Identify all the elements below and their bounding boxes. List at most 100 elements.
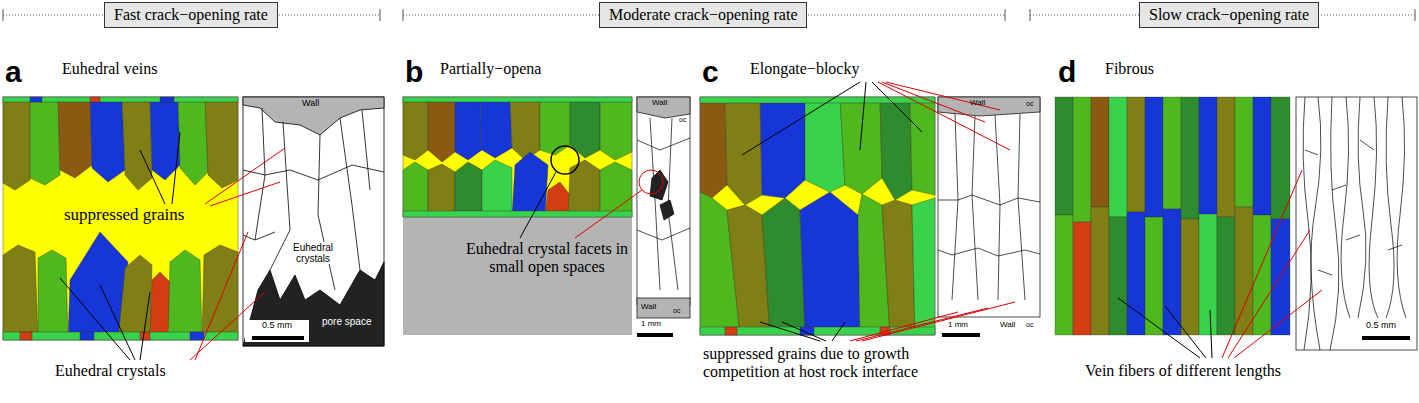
panel-a-grains <box>3 97 238 340</box>
illustration-polygon <box>840 97 882 194</box>
scale-label: 1 mm <box>948 321 968 330</box>
panel-letter: d <box>1058 55 1076 88</box>
illustration-path <box>850 302 1015 341</box>
illustration-polygon <box>512 152 548 217</box>
illustration-polygon <box>725 97 762 205</box>
illustration-rect <box>1181 97 1199 219</box>
illustration-path <box>742 82 922 155</box>
illustration-path <box>205 148 285 206</box>
panel-letter: a <box>5 55 22 88</box>
panel-a-drawing <box>243 97 384 346</box>
illustration-polygon <box>882 200 915 335</box>
illustration-path <box>190 232 265 360</box>
illustration-rect <box>942 333 980 337</box>
illustration-rect <box>1235 207 1253 335</box>
illustration-polygon <box>243 262 384 346</box>
illustration-rect <box>1091 207 1109 335</box>
illustration-rect <box>1217 97 1235 217</box>
illustration-path <box>140 132 180 204</box>
illustration-rect <box>80 332 94 340</box>
illustration-rect <box>1091 97 1109 207</box>
illustration-rect <box>403 97 632 217</box>
illustration-polygon <box>150 272 170 340</box>
illustration-polygon <box>805 97 845 192</box>
illustration-rect <box>1055 97 1073 215</box>
illustration-rect <box>245 320 309 342</box>
illustration-line <box>1415 9 1416 21</box>
illustration-polygon <box>800 192 860 335</box>
illustration-polygon <box>660 200 674 220</box>
illustration-polygon <box>3 97 30 190</box>
panel-b-drawing <box>637 97 690 337</box>
illustration-polygon <box>122 97 152 190</box>
illustration-rect <box>1163 97 1181 209</box>
illustration-rect <box>1073 222 1091 335</box>
illustration-rect <box>1199 214 1217 335</box>
illustration-path <box>938 114 1040 300</box>
illustration-polygon <box>58 97 92 178</box>
rate-header-box: Fast crack−opening rate <box>104 2 278 28</box>
rate-header-box: Moderate crack−opening rate <box>599 2 807 28</box>
illustration-rect <box>403 211 632 217</box>
illustration-rect <box>140 332 150 340</box>
illustration-rect <box>938 97 1040 317</box>
illustration-rect <box>1199 97 1217 214</box>
illustration-path <box>1303 97 1406 350</box>
scale-label: 0.5 mm <box>1366 321 1396 331</box>
header-text: Moderate crack−opening rate <box>609 6 797 24</box>
callout-text: suppressed grains due to growth competit… <box>703 345 983 380</box>
panel-letter: b <box>405 55 423 88</box>
illustration-path <box>60 278 150 360</box>
illustration-circle <box>639 170 663 194</box>
illustration-polygon <box>205 97 238 188</box>
illustration-path <box>520 172 556 238</box>
illustration-rect <box>637 333 673 337</box>
panel-title: Fibrous <box>1105 60 1154 78</box>
illustration-polygon <box>403 162 428 217</box>
illustration-polygon <box>880 97 912 200</box>
panel-d-fibers <box>1055 97 1290 335</box>
illustration-rect <box>1073 97 1091 222</box>
illustration-rect <box>243 97 384 346</box>
illustration-line <box>1005 9 1006 21</box>
illustration-path <box>760 322 845 341</box>
illustration-polygon <box>428 164 455 217</box>
panel-a-leaders <box>60 132 285 360</box>
illustration-path <box>1222 170 1322 358</box>
illustration-rect <box>1127 212 1145 335</box>
illustration-polygon <box>178 97 208 185</box>
illustration-polygon <box>118 255 152 340</box>
illustration-polygon <box>600 97 632 160</box>
illustration-rect <box>3 332 238 340</box>
illustration-line <box>3 9 4 21</box>
illustration-polygon <box>510 97 540 160</box>
illustration-polygon <box>90 97 125 182</box>
illustration-rect <box>725 327 737 335</box>
illustration-polygon <box>568 160 600 217</box>
callout-text: Euhedral crystals <box>55 362 166 380</box>
illustration-rect <box>160 97 174 102</box>
wall-label: Wall <box>652 99 667 108</box>
illustration-polygon <box>168 250 202 340</box>
panel-title: Euhedral veins <box>62 60 158 78</box>
illustration-rect <box>637 298 690 318</box>
illustration-rect <box>1253 97 1271 215</box>
panel-d-drawing <box>1296 97 1417 350</box>
panel-b-grains <box>403 97 632 335</box>
axis-label: oc <box>1026 100 1033 108</box>
illustration-polygon <box>3 245 38 340</box>
illustration-rect <box>20 332 32 340</box>
illustration-rect <box>700 97 935 103</box>
illustration-rect <box>403 97 632 102</box>
illustration-polygon <box>202 245 238 340</box>
highlight-circle <box>551 146 579 174</box>
header-text: Slow crack−opening rate <box>1149 6 1309 24</box>
illustration-polygon <box>910 97 935 195</box>
illustration-polygon <box>912 198 935 335</box>
panel-letter: c <box>702 55 719 88</box>
rate-header-box: Slow crack−opening rate <box>1139 2 1319 28</box>
illustration-polygon <box>650 170 668 200</box>
illustration-path <box>575 190 642 238</box>
illustration-path <box>1118 298 1212 358</box>
drawing-label: Euhedral crystals <box>284 242 342 264</box>
